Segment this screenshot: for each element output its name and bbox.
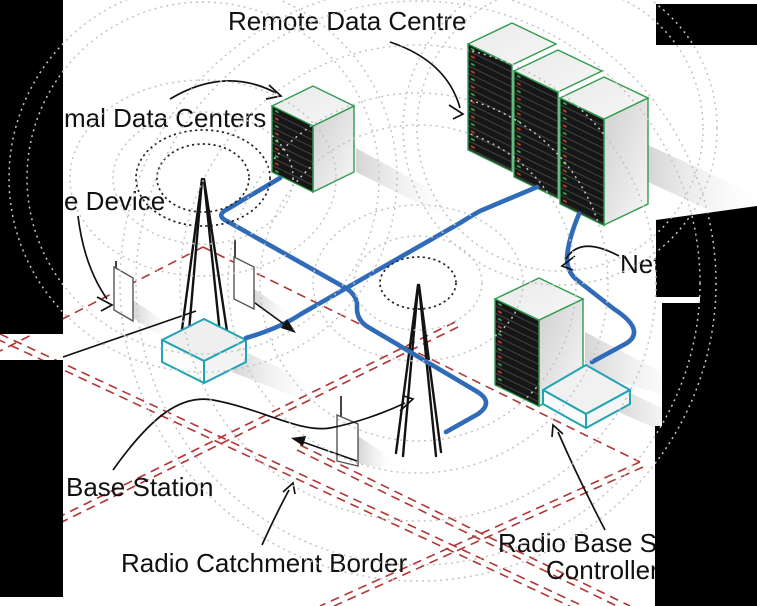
tower1-outer-rings	[8, 0, 398, 373]
device-arrowhead	[96, 296, 114, 312]
regional-dc-leader	[169, 80, 277, 100]
occluder-top-right	[656, 4, 757, 45]
mobile-device-3	[291, 396, 359, 467]
border-edge-se-double	[319, 461, 644, 606]
border-edge-nw	[0, 246, 204, 352]
labels: Remote Data Centre mal Data Centers e De…	[64, 6, 665, 585]
network-arrowhead	[560, 255, 576, 271]
device-leader	[77, 215, 108, 300]
tower2-outer-rings	[119, 0, 717, 582]
remote-dc-arrowhead	[448, 104, 465, 120]
tower2-inner-ring	[379, 256, 457, 310]
occluder-bottom-right	[655, 426, 757, 606]
network-line-cabinet-to-remote	[243, 184, 540, 341]
device3-shadow	[358, 436, 393, 468]
controller-arrowhead	[551, 423, 564, 438]
network-leader	[565, 245, 620, 260]
annotations	[62, 41, 620, 546]
remote-dc-leader	[389, 41, 461, 109]
radio-catchment-border-lines	[0, 246, 644, 606]
radio-tower-2	[394, 283, 443, 458]
mobile-device-2	[233, 240, 296, 333]
hidden-label-leader	[62, 310, 197, 358]
mobile-device-1	[113, 261, 134, 323]
device2-link-arrow	[254, 302, 296, 333]
border-edge-south-double	[296, 444, 631, 606]
controller-leader	[557, 431, 606, 531]
catchment-leader	[261, 489, 290, 546]
cabinet-shadow	[232, 352, 312, 397]
device2-shadow	[254, 289, 292, 322]
base-station-arrowhead	[399, 395, 415, 412]
occluder-right-mid	[656, 206, 757, 297]
occluder-left-top	[0, 0, 63, 334]
base-station-leader	[112, 398, 406, 471]
regional-dc-arrowhead	[265, 84, 283, 100]
rbs-controller-rack	[493, 277, 585, 408]
border-edge-sw-double	[0, 333, 584, 606]
regional-dc-rack	[270, 85, 356, 194]
remote-dc-rings	[402, 0, 718, 286]
tower1-inner-rings	[135, 129, 271, 227]
remote-dc-rack-1	[466, 22, 558, 173]
catchment-arrowhead	[282, 481, 296, 495]
label-base-station: Base Station	[66, 472, 213, 502]
radio-tower-1	[177, 177, 232, 356]
occluder-right-low	[662, 303, 757, 426]
remote-dc-rack-3	[558, 76, 650, 227]
border-edge-inner-double	[0, 321, 459, 552]
occluder-left-bottom	[0, 360, 63, 597]
label-radio-catchment-border: Radio Catchment Border	[121, 548, 407, 578]
regional-rack-shadow	[356, 148, 452, 220]
border-edge-ne	[202, 246, 641, 463]
coverage-rings	[8, 0, 718, 582]
device1-shadow	[133, 300, 170, 335]
network-line-regional	[218, 175, 489, 435]
label-remote-data-centre: Remote Data Centre	[228, 6, 466, 36]
controller-flat-box	[542, 364, 631, 429]
remote-dc-rack-2	[512, 49, 604, 200]
label-mobile-device: e Device	[64, 186, 165, 216]
label-rbs-controller-line2: Controller	[546, 555, 659, 585]
